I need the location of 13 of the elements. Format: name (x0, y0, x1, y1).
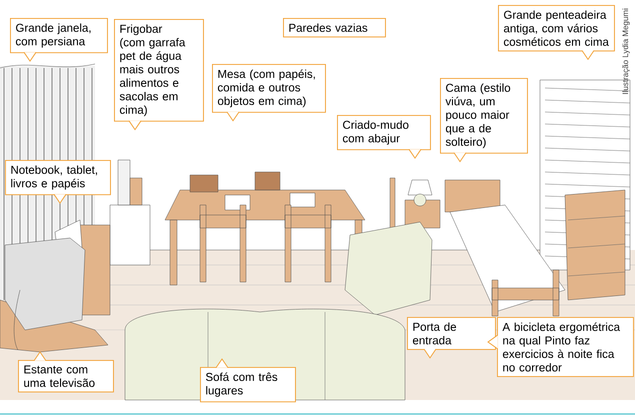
callout-box: Mesa (com papéis, comida e outros objetos em cima) (212, 64, 326, 122)
callout-box: Porta de entrada (407, 317, 496, 359)
callout-box: Notebook, tablet, livros e papéis (5, 160, 111, 204)
callout-box: Cama (estilo viúva, um pouco maior que a de solteiro) (440, 78, 528, 162)
callout-box: Estante com uma televisão (18, 351, 114, 392)
callout-box: Criado-mudo com abajur (337, 115, 431, 159)
callout-box: Paredes vazias (283, 18, 386, 38)
callout-box: Sofá com três lugares (200, 358, 296, 402)
credit-text: Ilustração Lydia Megumi (622, 8, 630, 94)
callout-box: Frigobar (com garrafa pet de água mais outros alimentos e sacolas em cima) (114, 19, 204, 130)
callout-box: A bicicleta ergométrica na qual Pinto faz exercicios à noite fica no corredor (487, 317, 634, 377)
callout-box: Grande janela, com persiana (10, 18, 108, 62)
callout-box: Grande penteadeira antiga, com vários cosméticos em cima (498, 5, 615, 60)
